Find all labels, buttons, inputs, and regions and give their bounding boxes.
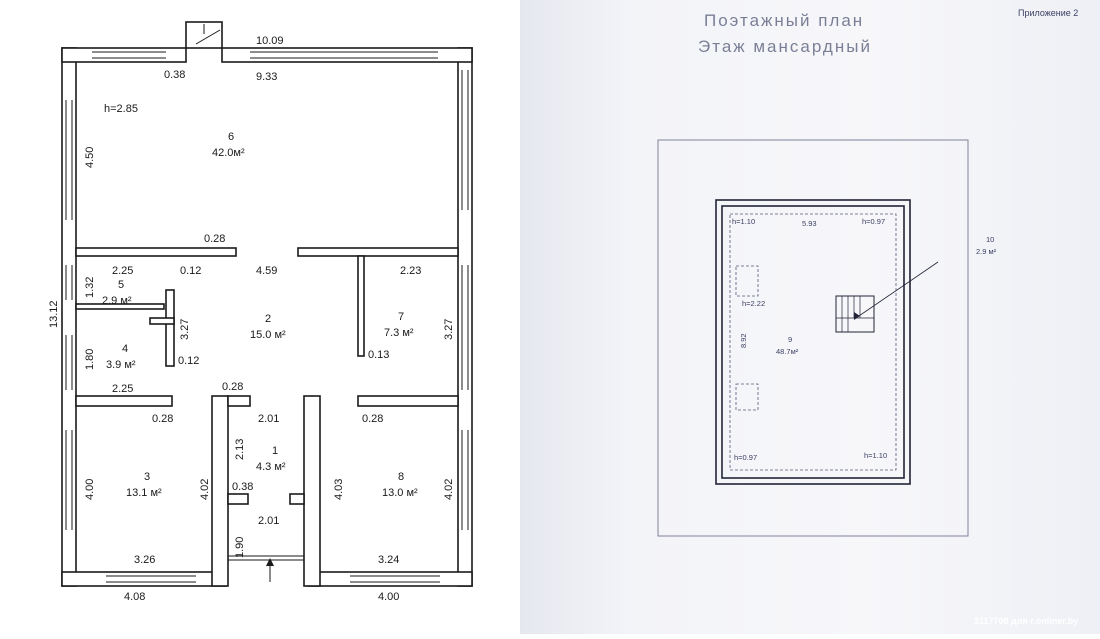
svg-text:0.28: 0.28: [222, 381, 243, 393]
floor-title: Этаж мансардный: [698, 37, 872, 56]
attic-floor-sheet: Приложение 2 Поэтажный план Этаж мансард…: [520, 0, 1100, 634]
room-labels: 6 42.0м² 5 2.9 м² 4 3.9 м² 2 15.0 м² 7 7…: [102, 131, 418, 499]
svg-text:1.80: 1.80: [84, 349, 96, 370]
svg-text:5.93: 5.93: [802, 219, 817, 228]
attic-room-labels: 9 48.7м² 10 2.9 м²: [776, 235, 997, 356]
attic-floor-drawing: Приложение 2 Поэтажный план Этаж мансард…: [657, 8, 1078, 626]
svg-text:1.90: 1.90: [234, 537, 246, 558]
room-4-number: 4: [122, 343, 128, 355]
watermark-right: 3117708 для r.onliner.by: [974, 616, 1078, 626]
svg-text:10.09: 10.09: [256, 35, 284, 47]
room-7-number: 7: [398, 311, 404, 323]
svg-text:3.27: 3.27: [443, 319, 455, 340]
svg-text:9.33: 9.33: [256, 71, 277, 83]
room-6-number: 6: [228, 131, 234, 143]
svg-text:0.38: 0.38: [232, 481, 253, 493]
svg-text:h=1.10: h=1.10: [732, 217, 755, 226]
plan-title: Поэтажный план: [704, 11, 864, 30]
svg-text:1.32: 1.32: [84, 277, 96, 298]
ground-floor-plan: 10.09 9.33 0.38 4.50 13.12 1.32 1.80 4.0…: [0, 0, 520, 634]
room-9-number: 9: [788, 335, 792, 344]
room-3-area: 13.1 м²: [126, 487, 162, 499]
interior-walls: [75, 247, 459, 587]
room-2-number: 2: [265, 313, 271, 325]
svg-text:0.38: 0.38: [164, 69, 185, 81]
svg-text:2.13: 2.13: [234, 439, 246, 460]
room-2-area: 15.0 м²: [250, 329, 286, 341]
svg-text:4.00: 4.00: [84, 479, 96, 500]
room-10-number: 10: [986, 235, 994, 244]
svg-text:0.13: 0.13: [368, 349, 389, 361]
attic-walls: [715, 199, 911, 485]
svg-text:2.01: 2.01: [258, 413, 279, 425]
site-boundary: [657, 139, 969, 537]
svg-text:2.23: 2.23: [400, 265, 421, 277]
svg-text:0.12: 0.12: [178, 355, 199, 367]
svg-text:h=2.22: h=2.22: [742, 299, 765, 308]
svg-text:0.28: 0.28: [152, 413, 173, 425]
windows: [65, 51, 469, 583]
svg-text:2.01: 2.01: [258, 515, 279, 527]
svg-text:2.25: 2.25: [112, 383, 133, 395]
svg-text:4.02: 4.02: [443, 479, 455, 500]
svg-text:0.12: 0.12: [180, 265, 201, 277]
svg-text:13.12: 13.12: [48, 300, 60, 328]
room-9-area: 48.7м²: [776, 347, 799, 356]
room-5-area: 2.9 м²: [102, 295, 132, 307]
svg-text:h=0.97: h=0.97: [734, 453, 757, 462]
room-6-area: 42.0м²: [212, 147, 245, 159]
svg-text:h=0.97: h=0.97: [862, 217, 885, 226]
svg-text:4.03: 4.03: [333, 479, 345, 500]
svg-text:4.50: 4.50: [84, 147, 96, 168]
room-1-number: 1: [272, 445, 278, 457]
dimension-labels: 10.09 9.33 0.38 4.50 13.12 1.32 1.80 4.0…: [48, 35, 455, 603]
room-4-area: 3.9 м²: [106, 359, 136, 371]
room-8-number: 8: [398, 471, 404, 483]
room-7-area: 7.3 м²: [384, 327, 414, 339]
svg-text:3.26: 3.26: [134, 554, 155, 566]
stair-opening: [835, 261, 939, 333]
room-1-area: 4.3 м²: [256, 461, 286, 473]
svg-text:4.08: 4.08: [124, 591, 145, 603]
ground-floor-drawing: 10.09 9.33 0.38 4.50 13.12 1.32 1.80 4.0…: [48, 21, 508, 626]
room-8-area: 13.0 м²: [382, 487, 418, 499]
svg-text:4.02: 4.02: [199, 479, 211, 500]
svg-text:3.24: 3.24: [378, 554, 399, 566]
svg-text:4.59: 4.59: [256, 265, 277, 277]
svg-text:h=1.10: h=1.10: [864, 451, 887, 460]
svg-text:2.25: 2.25: [112, 265, 133, 277]
svg-text:0.28: 0.28: [362, 413, 383, 425]
skylights: [735, 265, 759, 411]
room-5-number: 5: [118, 279, 124, 291]
svg-text:3.27: 3.27: [179, 319, 191, 340]
svg-text:h=2.85: h=2.85: [104, 103, 138, 115]
svg-text:0.28: 0.28: [204, 233, 225, 245]
room-10-area: 2.9 м²: [976, 247, 997, 256]
appendix-label: Приложение 2: [1018, 8, 1078, 18]
room-3-number: 3: [144, 471, 150, 483]
svg-text:8.92: 8.92: [739, 333, 748, 348]
svg-text:4.00: 4.00: [378, 591, 399, 603]
attic-dimensions: h=1.10 5.93 h=0.97 h=2.22 8.92 h=0.97 h=…: [732, 217, 887, 462]
watermark-left: 3117708 для r.onliner.by: [404, 616, 508, 626]
